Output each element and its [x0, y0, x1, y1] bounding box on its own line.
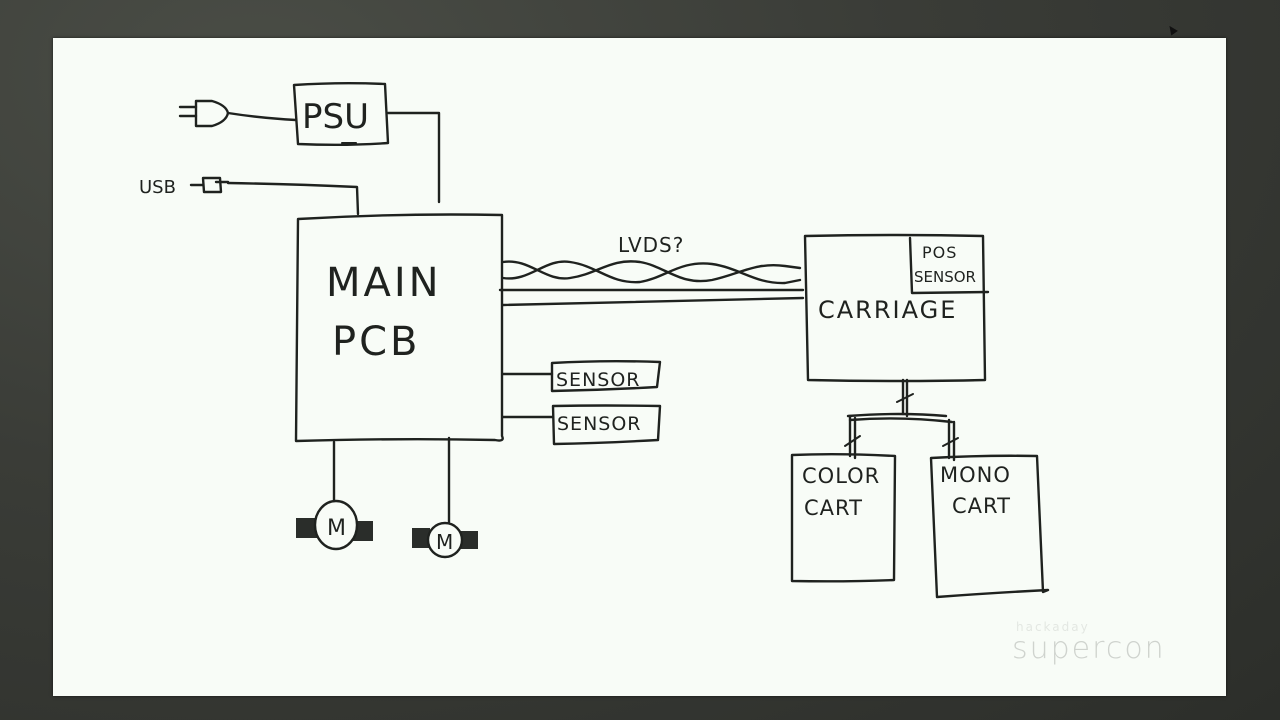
color-cart-label-line2: CART — [804, 496, 863, 520]
motor-2: M — [412, 436, 478, 559]
sensor-block-2: SENSOR — [501, 404, 662, 446]
carriage-block: POS SENSOR CARRIAGE — [803, 233, 990, 383]
sensor-block-1: SENSOR — [501, 360, 662, 393]
mono-cart-label-line1: MONO — [940, 463, 1011, 487]
sensor-label: SENSOR — [556, 369, 641, 391]
usb-wire — [226, 181, 360, 216]
power-plug-icon — [178, 99, 298, 128]
usb-label: USB — [139, 177, 176, 198]
mono-cartridge-block: MONO CART — [929, 454, 1050, 599]
lvds-label: LVDS? — [618, 233, 684, 257]
main-pcb-label-line1: MAIN — [326, 260, 442, 306]
main-pcb-block: MAIN PCB — [294, 213, 504, 443]
supercon-watermark-logo: hackaday supercon — [1012, 620, 1166, 664]
watermark-top-text: hackaday — [1016, 620, 1090, 634]
main-pcb-label-line2: PCB — [332, 319, 421, 365]
psu-power-wire — [386, 111, 441, 204]
psu-label: PSU — [302, 97, 369, 137]
whiteboard — [53, 38, 1226, 696]
lvds-twisted-pair: LVDS? — [501, 233, 802, 285]
sensor-label: SENSOR — [557, 413, 642, 435]
watermark-main-text: supercon — [1012, 631, 1166, 666]
usb-connector-icon — [189, 176, 230, 194]
psu-block: PSU — [292, 82, 390, 146]
usb-connector: USB — [139, 176, 360, 216]
motor-label: M — [436, 530, 453, 554]
color-cartridge-block: COLOR CART — [790, 453, 897, 583]
mono-cart-label-line2: CART — [952, 494, 1011, 518]
flat-cable-bottom — [501, 296, 805, 307]
pos-sensor-label-line1: POS — [922, 243, 957, 262]
color-cart-label-line1: COLOR — [802, 464, 880, 488]
motor-label: M — [327, 516, 346, 541]
carriage-label: CARRIAGE — [818, 296, 957, 324]
cartridge-bus — [844, 378, 959, 462]
pos-sensor-label-line2: SENSOR — [914, 268, 976, 286]
motor-1: M — [296, 440, 373, 551]
